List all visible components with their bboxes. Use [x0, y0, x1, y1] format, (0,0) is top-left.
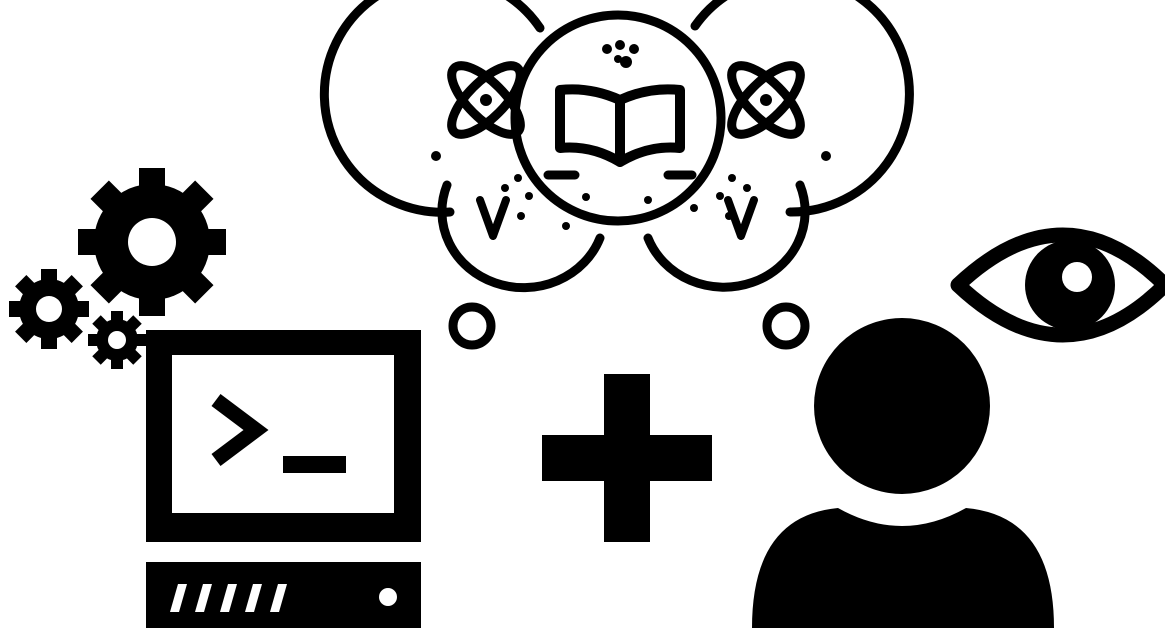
book-icon — [560, 89, 680, 162]
gear-large-icon — [78, 168, 226, 316]
person-head — [814, 318, 990, 494]
plus-icon — [542, 374, 712, 542]
power-light-icon — [379, 588, 397, 606]
gear-tiny-icon — [88, 311, 146, 369]
atom-nucleus — [480, 94, 492, 106]
computer-terminal-icon — [146, 330, 421, 628]
thought-bubbles — [453, 307, 805, 345]
person-icon — [752, 318, 1054, 628]
person-body — [752, 508, 1054, 628]
thought-bubble-left — [453, 307, 491, 345]
atom-nucleus — [760, 94, 772, 106]
monitor-screen — [172, 355, 394, 513]
gear-small-icon — [9, 269, 89, 349]
eye-icon — [958, 235, 1165, 335]
thought-bubble-right — [767, 307, 805, 345]
